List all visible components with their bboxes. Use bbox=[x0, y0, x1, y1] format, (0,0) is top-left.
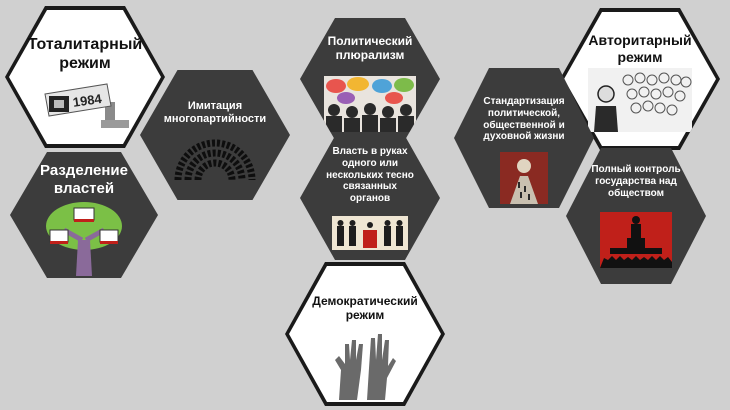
political-pluralism-hex: Политический плюрализм bbox=[300, 18, 440, 140]
speech-bubbles-people-image bbox=[324, 76, 416, 132]
parliament-seats-icon bbox=[174, 139, 256, 181]
full-control-hex: Полный контроль государства над общество… bbox=[566, 148, 706, 284]
dictator-crowd-image bbox=[588, 68, 692, 132]
power-concentration-text: Власть в руках одного или нескольких тес… bbox=[326, 146, 414, 205]
totalitarian-regime-title: Тоталитарный режим bbox=[27, 36, 143, 72]
standardization-text: Стандартизация политической, общественно… bbox=[483, 96, 565, 143]
power-concentration-hex: Власть в руках одного или нескольких тес… bbox=[300, 136, 440, 260]
political-pluralism-title: Политический плюрализм bbox=[327, 34, 413, 63]
raised-hands-icon bbox=[335, 334, 396, 400]
separation-of-powers-hex: Разделение властей bbox=[10, 152, 158, 278]
imitation-multiparty-title: Имитация многопартийности bbox=[163, 100, 267, 125]
authoritarian-regime-title: Авторитарный режим bbox=[588, 32, 692, 65]
camera-1984-text: 1984 bbox=[72, 91, 103, 110]
officials-podium-image bbox=[332, 216, 408, 250]
imitation-multiparty-hex: Имитация многопартийности bbox=[140, 70, 290, 200]
tree-of-powers-image bbox=[46, 202, 122, 276]
staircase-poster-image bbox=[500, 152, 548, 204]
democratic-regime-hex: Демократический режим bbox=[285, 262, 445, 406]
separation-of-powers-title: Разделение властей bbox=[40, 162, 128, 197]
totalitarian-regime-hex: Тоталитарный режим 1984 bbox=[5, 6, 165, 148]
surveillance-camera-icon: 1984 bbox=[44, 83, 129, 128]
statue-silhouette-image bbox=[600, 212, 672, 268]
democratic-regime-title: Демократический режим bbox=[312, 294, 418, 323]
full-control-text: Полный контроль государства над общество… bbox=[591, 164, 681, 199]
